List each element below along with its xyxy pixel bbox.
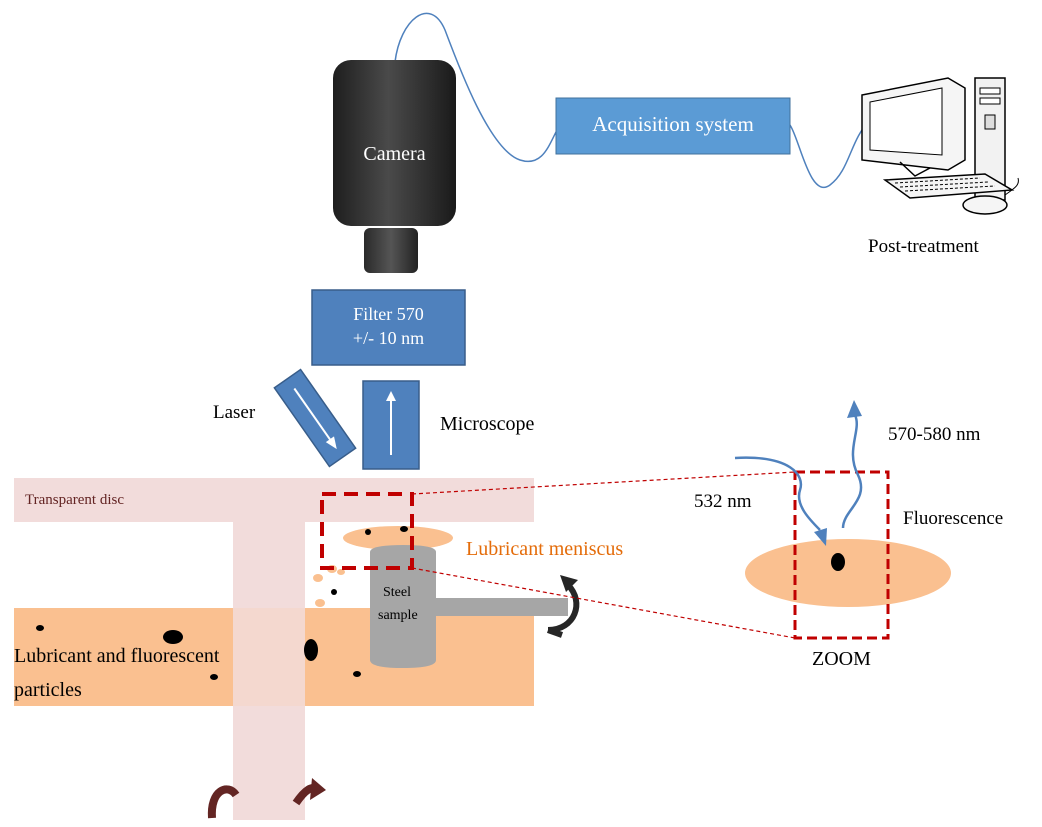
zoom-label: ZOOM: [812, 648, 871, 670]
filter-box: [311, 289, 466, 366]
fluorescence-wave: [841, 414, 863, 529]
fluorescent-particles: [36, 625, 361, 680]
filter-label-line2: +/- 10 nm: [352, 328, 425, 348]
wavelength-out-label: 570-580 nm: [888, 424, 981, 445]
camera-lens: [364, 228, 418, 273]
steel-sample-label-line1: Steel: [383, 585, 411, 600]
lubricant-meniscus-label: Lubricant meniscus: [466, 538, 624, 560]
camera-body: [333, 60, 456, 226]
camera-label: Camera: [363, 143, 426, 165]
steel-sample-arm: [430, 598, 568, 616]
wavelength-in-label: 532 nm: [694, 491, 752, 512]
filter-label-line1: Filter 570: [353, 304, 424, 324]
transparent-disc: [14, 478, 534, 522]
zoom-box: [793, 470, 890, 640]
computer-cable: [789, 119, 871, 189]
computer-icon: [861, 77, 1019, 215]
excitation-wave: [734, 456, 821, 531]
post-treatment-label: Post-treatment: [868, 236, 979, 257]
zoom-lubricant-ellipse: [745, 539, 951, 607]
lubricant-particles-label-line2: particles: [14, 679, 82, 701]
acquisition-system-box: [555, 97, 791, 155]
sample-rotation-arrow: [547, 582, 580, 633]
laser-box: [273, 368, 357, 468]
zoom-particle: [831, 553, 845, 571]
acquisition-label: Acquisition system: [592, 112, 754, 136]
lubricant-particles-label-line1: Lubricant and fluorescent: [14, 645, 220, 667]
microscope-label: Microscope: [440, 413, 535, 435]
fluorescence-label: Fluorescence: [903, 508, 1004, 529]
zoom-source-box: [320, 492, 414, 570]
camera-cable: [394, 12, 561, 163]
disc-rotation-arrow: [207, 785, 240, 819]
transparent-disc-label: Transparent disc: [25, 492, 125, 508]
laser-label: Laser: [213, 402, 256, 423]
steel-sample-label-line2: sample: [378, 608, 418, 623]
steel-sample: [370, 545, 436, 668]
